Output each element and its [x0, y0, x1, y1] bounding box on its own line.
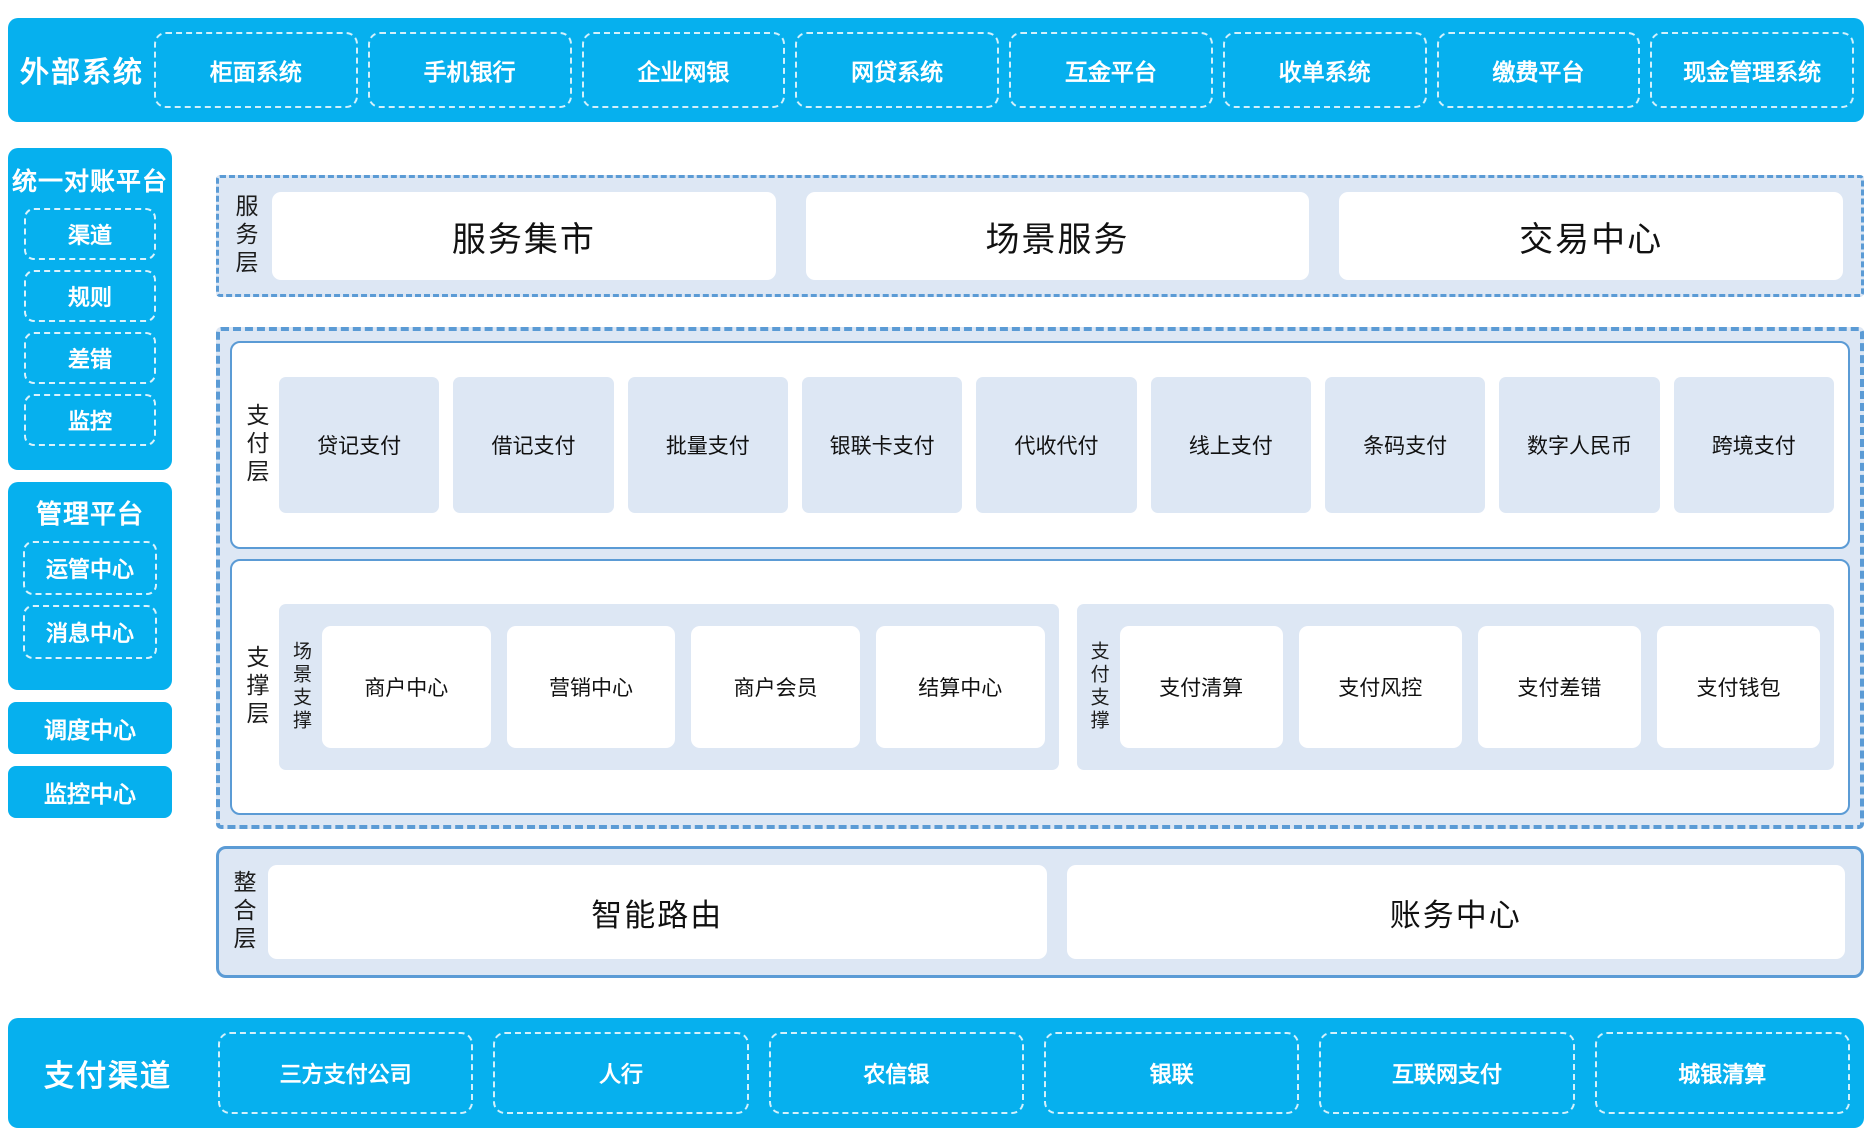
support-group-payment: 支付支撑 支付清算 支付风控 支付差错 支付钱包	[1076, 604, 1834, 770]
management-platform-block: 管理平台 运管中心 消息中心	[8, 482, 172, 690]
reconciliation-item-channel[interactable]: 渠道	[24, 208, 156, 260]
support-group-scenario-label: 场景支撑	[290, 641, 311, 733]
support-card-payment-clearing[interactable]: 支付清算	[1119, 626, 1283, 748]
payment-item-barcode[interactable]: 条码支付	[1324, 377, 1486, 513]
support-card-settlement-center[interactable]: 结算中心	[875, 626, 1045, 748]
payment-channel-item[interactable]: 城银清算	[1594, 1032, 1850, 1114]
support-card-marketing-center[interactable]: 营销中心	[506, 626, 676, 748]
external-system-item[interactable]: 缴费平台	[1436, 32, 1641, 108]
reconciliation-item-error[interactable]: 差错	[24, 332, 156, 384]
payment-item-online[interactable]: 线上支付	[1150, 377, 1311, 513]
external-system-item[interactable]: 企业网银	[581, 32, 786, 108]
support-layer-groups: 场景支撑 商户中心 营销中心 商户会员 结算中心 支付支撑 支付清算 支付风控 …	[279, 604, 1834, 770]
integration-layer-label: 整合层	[230, 870, 256, 954]
payment-item-debit[interactable]: 借记支付	[453, 377, 614, 513]
external-systems-bar: 外部系统 柜面系统 手机银行 企业网银 网贷系统 互金平台 收单系统 缴费平台 …	[8, 18, 1864, 122]
integration-layer-cards: 智能路由 账务中心	[268, 865, 1845, 959]
external-systems-list: 柜面系统 手机银行 企业网银 网贷系统 互金平台 收单系统 缴费平台 现金管理系…	[146, 32, 1864, 108]
support-group-scenario: 场景支撑 商户中心 营销中心 商户会员 结算中心	[279, 604, 1059, 770]
service-layer-label: 服务层	[232, 194, 258, 278]
management-platform-title: 管理平台	[35, 499, 144, 529]
management-item-operations[interactable]: 运管中心	[23, 541, 157, 595]
service-layer-panel: 服务层 服务集市 场景服务 交易中心	[216, 175, 1864, 297]
support-layer-panel: 支撑层 场景支撑 商户中心 营销中心 商户会员 结算中心 支付支撑 支付清算	[230, 559, 1850, 815]
support-group-payment-cards: 支付清算 支付风控 支付差错 支付钱包	[1119, 626, 1821, 748]
monitoring-center-block[interactable]: 监控中心	[8, 766, 172, 818]
reconciliation-item-monitor[interactable]: 监控	[24, 394, 156, 446]
service-card-scenario[interactable]: 场景服务	[805, 192, 1310, 280]
core-platform-container: 支付层 贷记支付 借记支付 批量支付 银联卡支付 代收代付 线上支付 条码支付 …	[216, 327, 1864, 829]
reconciliation-platform-title: 统一对账平台	[11, 168, 168, 196]
external-system-item[interactable]: 互金平台	[1009, 32, 1213, 108]
payment-channels-list: 三方支付公司 人行 农信银 银联 互联网支付 城银清算	[208, 1032, 1864, 1114]
support-group-payment-label: 支付支撑	[1087, 641, 1109, 733]
payment-channel-item[interactable]: 农信银	[768, 1032, 1024, 1114]
support-card-payment-error[interactable]: 支付差错	[1477, 626, 1641, 748]
payment-layer-panel: 支付层 贷记支付 借记支付 批量支付 银联卡支付 代收代付 线上支付 条码支付 …	[230, 341, 1850, 549]
payment-layer-items: 贷记支付 借记支付 批量支付 银联卡支付 代收代付 线上支付 条码支付 数字人民…	[279, 377, 1834, 513]
payment-item-credit[interactable]: 贷记支付	[279, 377, 440, 513]
external-system-item[interactable]: 手机银行	[367, 32, 572, 108]
payment-channel-item[interactable]: 互联网支付	[1319, 1032, 1575, 1114]
support-layer-label: 支撑层	[243, 645, 269, 729]
payment-item-digital-rmb[interactable]: 数字人民币	[1499, 377, 1660, 513]
external-systems-title: 外部系统	[19, 57, 144, 89]
external-system-item[interactable]: 网贷系统	[795, 32, 999, 108]
external-system-item[interactable]: 收单系统	[1222, 32, 1427, 108]
service-card-marketplace[interactable]: 服务集市	[272, 192, 776, 280]
payment-item-unionpay-card[interactable]: 银联卡支付	[801, 377, 963, 513]
payment-channel-item[interactable]: 银联	[1043, 1032, 1300, 1114]
integration-layer-panel: 整合层 智能路由 账务中心	[216, 846, 1864, 978]
payment-channels-title: 支付渠道	[44, 1060, 172, 1093]
support-card-payment-wallet[interactable]: 支付钱包	[1656, 626, 1821, 748]
external-system-item[interactable]: 现金管理系统	[1650, 32, 1854, 108]
payment-item-collection-payment[interactable]: 代收代付	[976, 377, 1137, 513]
payment-channels-bar: 支付渠道 三方支付公司 人行 农信银 银联 互联网支付 城银清算	[8, 1018, 1864, 1128]
service-layer-cards: 服务集市 场景服务 交易中心	[272, 192, 1844, 280]
service-card-transaction[interactable]: 交易中心	[1339, 192, 1844, 280]
support-group-scenario-cards: 商户中心 营销中心 商户会员 结算中心	[322, 626, 1045, 748]
integration-card-smart-routing[interactable]: 智能路由	[268, 865, 1047, 959]
payment-layer-label: 支付层	[243, 403, 269, 487]
payment-channel-item[interactable]: 人行	[493, 1032, 749, 1114]
support-card-payment-risk[interactable]: 支付风控	[1298, 626, 1462, 748]
scheduling-center-block[interactable]: 调度中心	[8, 702, 172, 754]
reconciliation-platform-block: 统一对账平台 渠道 规则 差错 监控	[8, 148, 172, 470]
external-system-item[interactable]: 柜面系统	[154, 32, 358, 108]
payment-item-batch[interactable]: 批量支付	[627, 377, 788, 513]
support-card-merchant-center[interactable]: 商户中心	[322, 626, 491, 748]
payment-channel-item[interactable]: 三方支付公司	[218, 1032, 474, 1114]
reconciliation-item-rule[interactable]: 规则	[24, 270, 156, 322]
support-card-merchant-member[interactable]: 商户会员	[691, 626, 860, 748]
payment-item-cross-border[interactable]: 跨境支付	[1673, 377, 1834, 513]
integration-card-accounting-center[interactable]: 账务中心	[1066, 865, 1845, 959]
management-item-message[interactable]: 消息中心	[23, 605, 157, 659]
